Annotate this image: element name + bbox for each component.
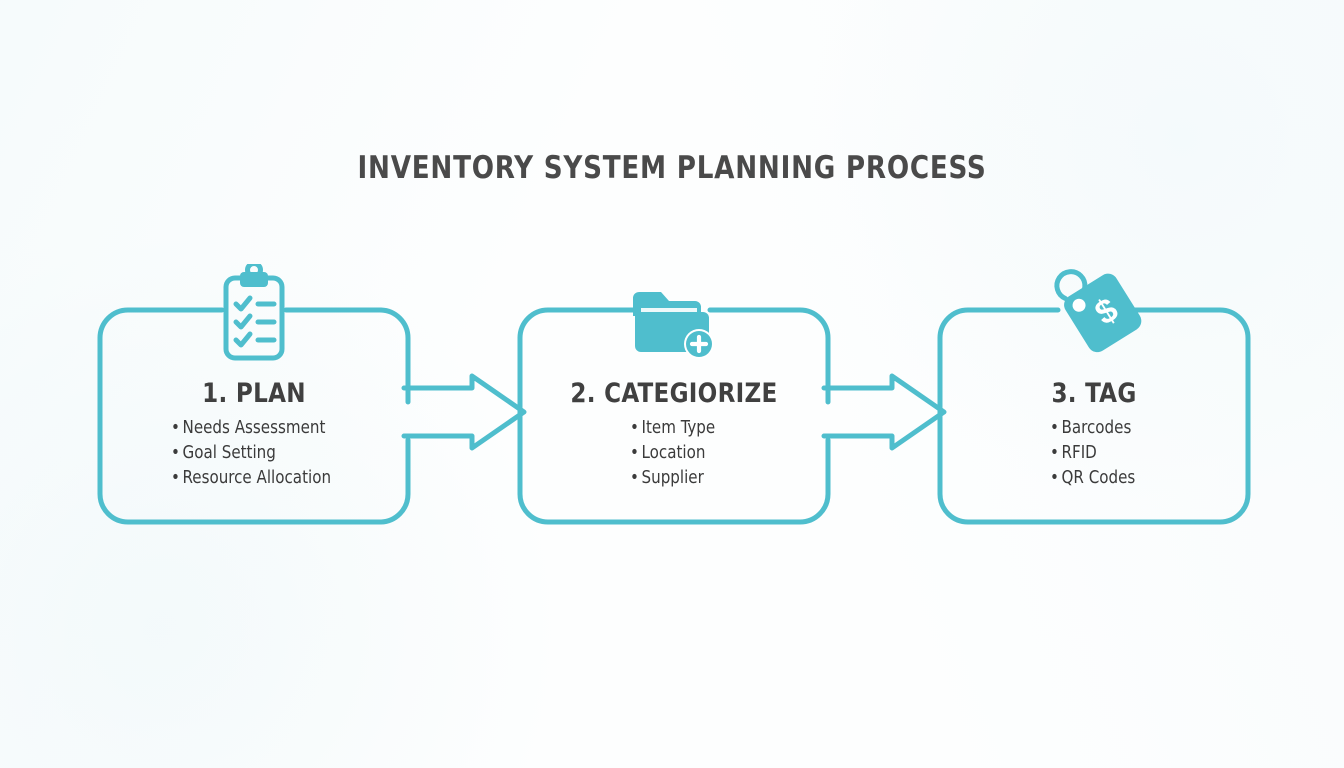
step-heading: 1. PLAN [202, 378, 306, 409]
list-item: QR Codes [1050, 466, 1135, 491]
step-bullet-list: Barcodes RFID QR Codes [1050, 416, 1139, 491]
price-tag-dollar-icon: $ [1039, 264, 1149, 373]
step-card-plan[interactable]: 1. PLAN Needs Assessment Goal Setting Re… [97, 261, 411, 525]
list-item: RFID [1050, 441, 1135, 466]
list-item: Supplier [630, 466, 715, 491]
step-bullet-list: Item Type Location Supplier [630, 416, 719, 491]
step-bullet-list: Needs Assessment Goal Setting Resource A… [171, 416, 338, 491]
page-title: INVENTORY SYSTEM PLANNING PROCESS [357, 150, 987, 186]
step-card-tag[interactable]: $ 3. TAG Barcodes RFID QR Codes [937, 269, 1251, 525]
list-item: Needs Assessment [171, 416, 331, 441]
svg-text:$: $ [1089, 290, 1125, 332]
step-card-body: 1. PLAN Needs Assessment Goal Setting Re… [100, 378, 408, 491]
list-item: Resource Allocation [171, 466, 331, 491]
step-heading: 3. TAG [1051, 378, 1137, 409]
step-card-body: 3. TAG Barcodes RFID QR Codes [940, 378, 1248, 491]
list-item: Location [630, 441, 715, 466]
arrow-categorize-to-tag [821, 373, 948, 451]
step-heading: 2. CATEGIORIZE [570, 378, 778, 409]
step-card-body: 2. CATEGIORIZE Item Type Location Suppli… [520, 378, 828, 491]
arrow-plan-to-categorize [401, 373, 528, 451]
step-card-categorize[interactable]: 2. CATEGIORIZE Item Type Location Suppli… [517, 292, 831, 525]
list-item: Goal Setting [171, 441, 331, 466]
list-item: Item Type [630, 416, 715, 441]
folder-add-icon [631, 282, 717, 367]
list-item: Barcodes [1050, 416, 1135, 441]
clipboard-checklist-icon [216, 261, 292, 369]
